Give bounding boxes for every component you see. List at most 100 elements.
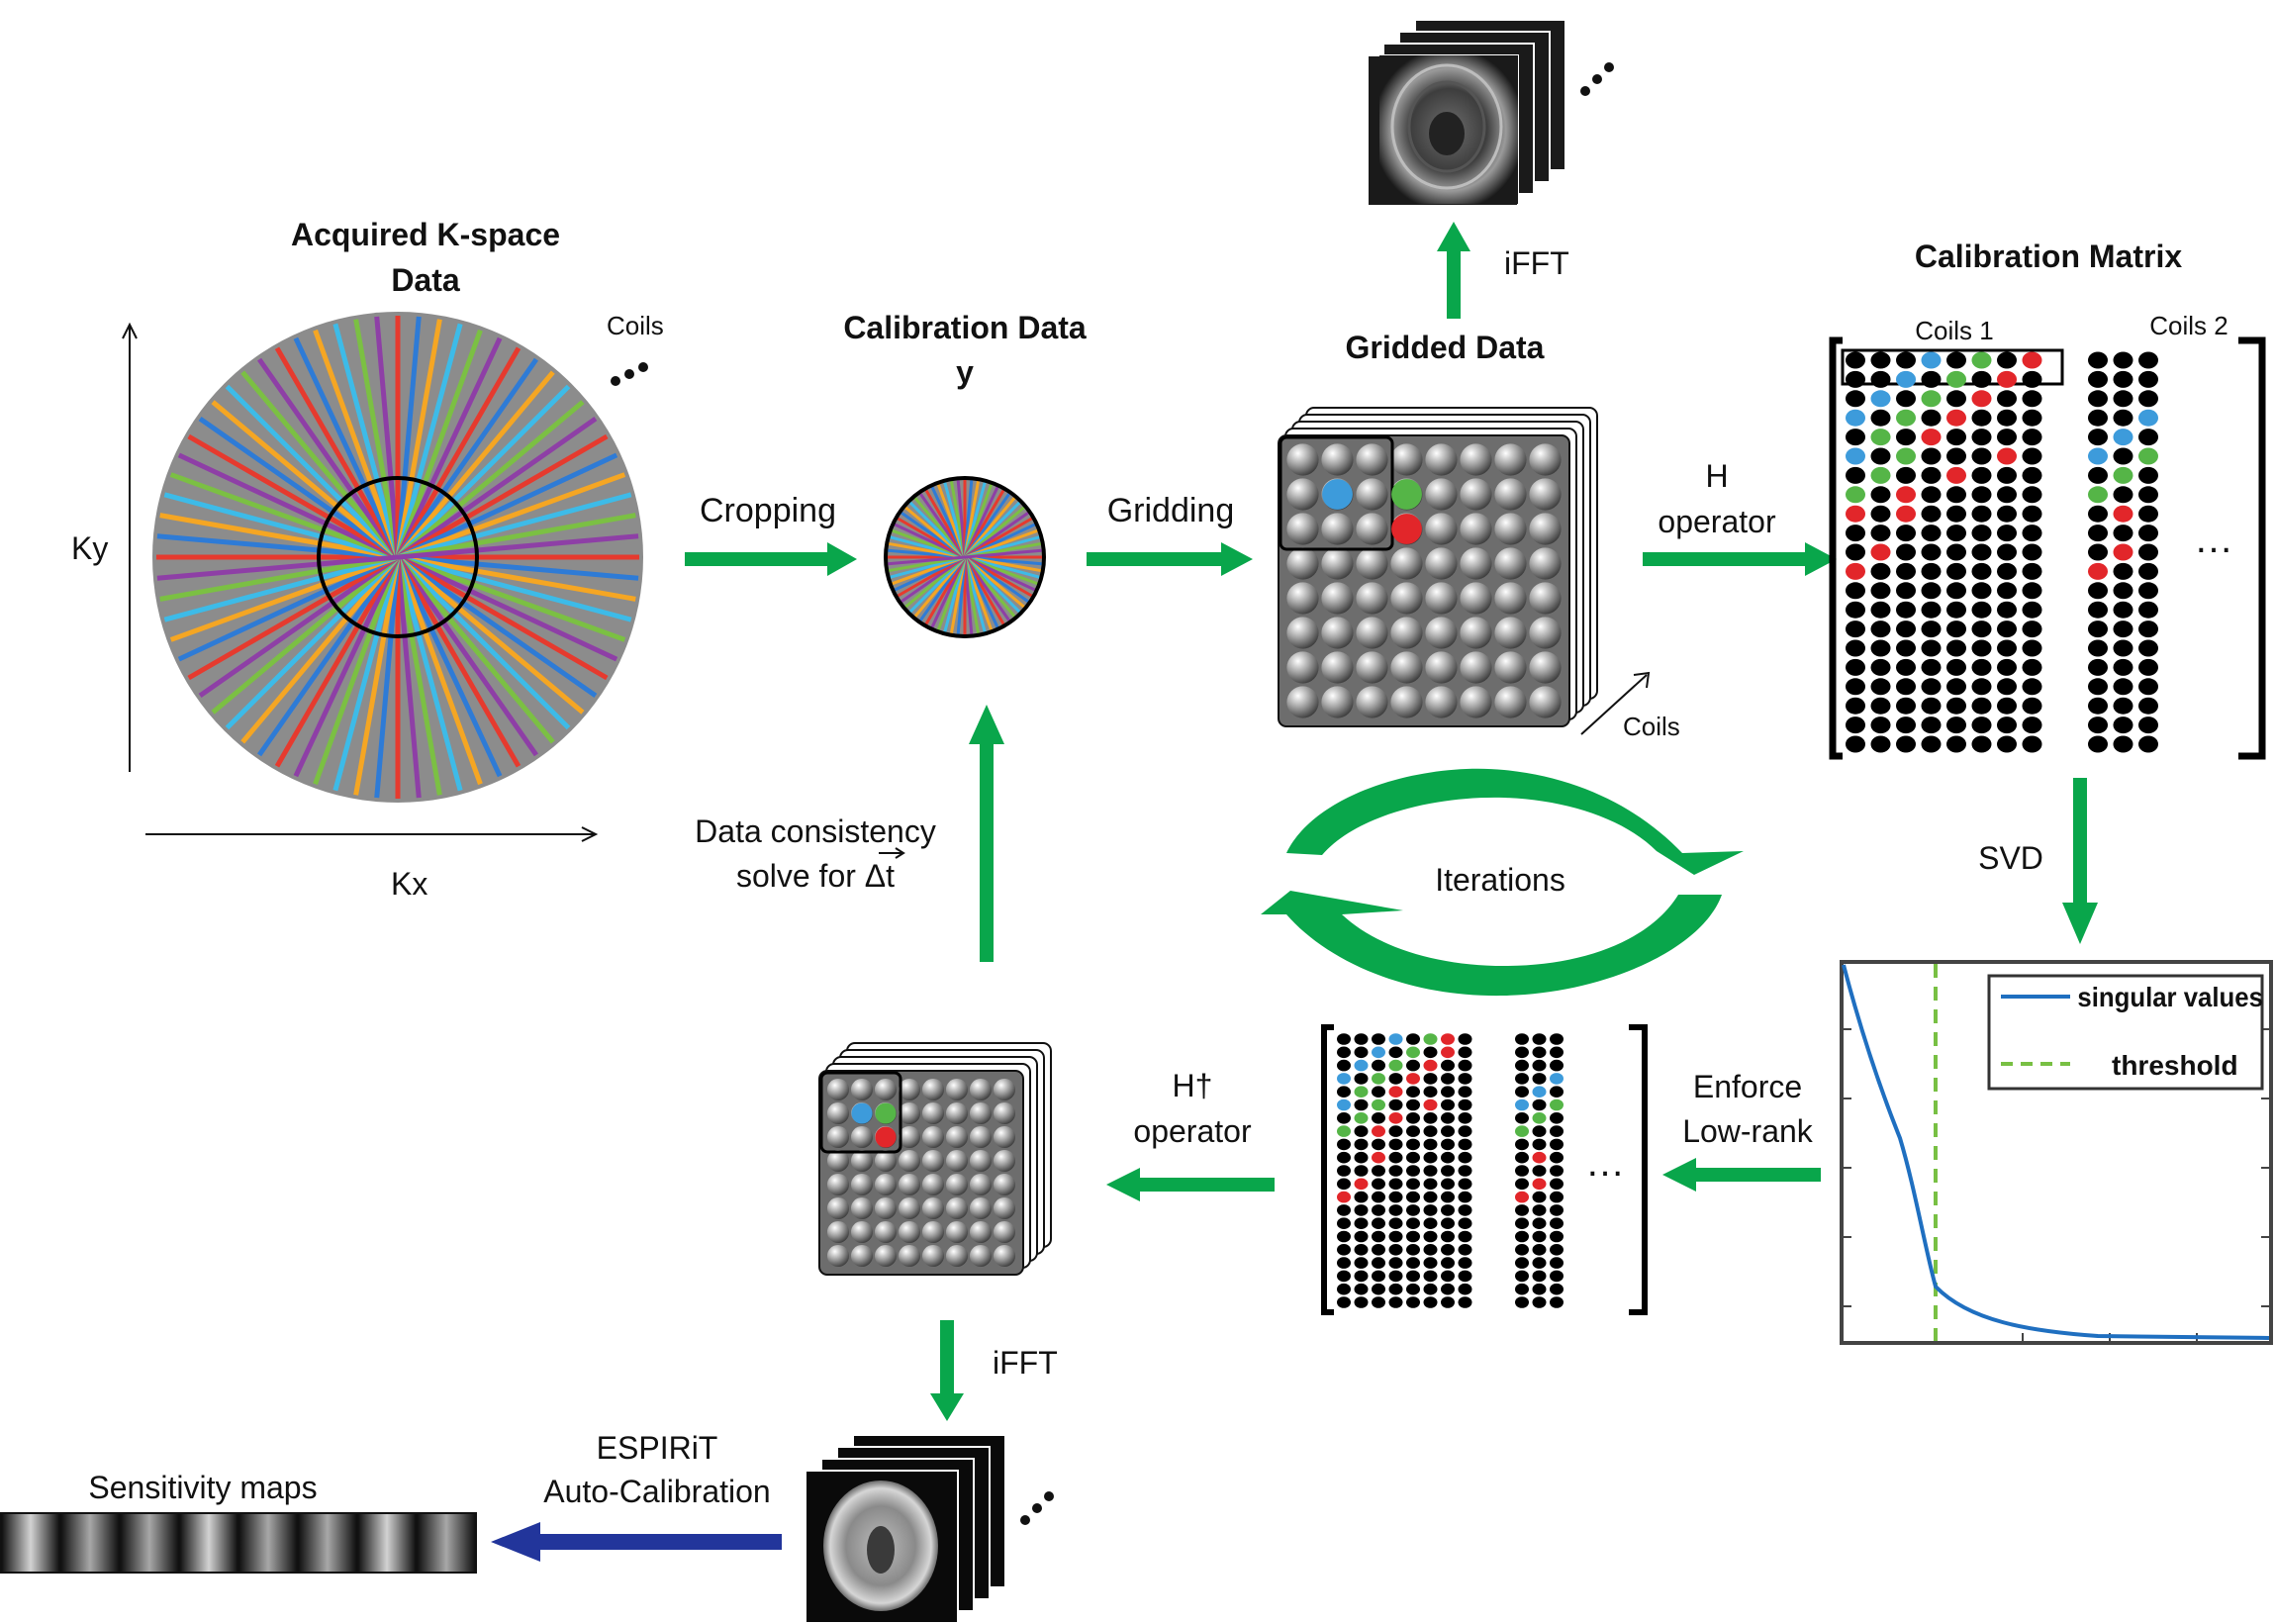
ifft-down-arrow xyxy=(930,1320,964,1421)
matrix-entry xyxy=(1388,1217,1403,1229)
espirit-label-line2: Auto-Calibration xyxy=(543,1474,770,1509)
matrix-entry xyxy=(1406,1191,1420,1203)
estimated-gridded-stack xyxy=(818,1042,1052,1276)
matrix-entry xyxy=(1532,1270,1547,1283)
images-ellipsis-top xyxy=(1580,62,1614,96)
matrix-entry xyxy=(1515,1257,1529,1269)
matrix-entry xyxy=(1946,543,1966,561)
matrix-entry xyxy=(1846,562,1865,580)
gridded-brain-images xyxy=(1367,19,1566,207)
matrix-entry xyxy=(2088,505,2108,523)
grid-sample xyxy=(969,1244,993,1268)
matrix-entry xyxy=(1388,1046,1403,1059)
matrix-entry xyxy=(1515,1230,1529,1243)
matrix-entry xyxy=(1946,639,1966,657)
matrix-entry xyxy=(1441,1217,1455,1229)
matrix-entry xyxy=(1846,429,1865,446)
matrix-entry xyxy=(2113,390,2133,408)
sensitivity-map-tile xyxy=(180,1514,237,1572)
matrix-entry xyxy=(1423,1244,1438,1256)
matrix-entry xyxy=(2138,621,2158,638)
matrix-entry xyxy=(2138,582,2158,600)
matrix-entry xyxy=(1406,1217,1420,1229)
matrix-entry xyxy=(1846,716,1865,734)
h-operator-arrow xyxy=(1643,542,1837,576)
matrix-entry xyxy=(1896,447,1916,465)
matrix-entry xyxy=(1921,543,1942,561)
matrix-entry xyxy=(1372,1112,1385,1124)
matrix-entry xyxy=(1441,1059,1455,1072)
matrix-entry xyxy=(1423,1033,1438,1045)
matrix-entry xyxy=(1406,1086,1420,1098)
matrix-entry xyxy=(2022,562,2042,580)
matrix-entry xyxy=(1921,658,1942,676)
matrix-entry xyxy=(2113,621,2133,638)
grid-sample xyxy=(1425,582,1458,615)
matrix-entry xyxy=(1515,1204,1529,1216)
matrix-entry xyxy=(1921,582,1942,600)
matrix-entry xyxy=(1997,486,2017,504)
highlighted-sample xyxy=(875,1126,897,1148)
calibration-data-title: Calibration Data xyxy=(843,310,1087,345)
matrix-entry xyxy=(2138,351,2158,369)
matrix-entry xyxy=(1870,370,1891,388)
matrix-entry xyxy=(1997,466,2017,484)
enforce-low-rank-arrow xyxy=(1662,1158,1821,1192)
matrix-entry xyxy=(1550,1257,1564,1269)
matrix-entry xyxy=(1515,1033,1529,1045)
matrix-entry xyxy=(1870,543,1891,561)
grid-sample xyxy=(993,1244,1016,1268)
grid-sample xyxy=(826,1196,850,1220)
grid-sample xyxy=(969,1220,993,1244)
matrix-entry xyxy=(2113,582,2133,600)
matrix-entry xyxy=(1458,1191,1472,1203)
matrix-entry xyxy=(1354,1296,1369,1308)
highlighted-sample xyxy=(851,1102,873,1124)
matrix-entry xyxy=(1971,601,1992,619)
matrix-entry xyxy=(1946,429,1966,446)
matrix-entry xyxy=(1997,429,2017,446)
matrix-entry xyxy=(1406,1178,1420,1191)
calibration-matrix-title: Calibration Matrix xyxy=(1915,239,2182,274)
matrix-entry xyxy=(2113,639,2133,657)
grid-sample xyxy=(1356,582,1388,615)
matrix-entry xyxy=(1946,678,1966,696)
sensitivity-map-tile xyxy=(358,1514,416,1572)
matrix-entry xyxy=(1515,1138,1529,1151)
acquired-title-line1: Acquired K-space xyxy=(291,217,560,252)
matrix-ellipsis-top: … xyxy=(2194,518,2233,561)
sensitivity-map-tile xyxy=(121,1514,178,1572)
grid-sample xyxy=(993,1078,1016,1101)
matrix-entry xyxy=(1870,466,1891,484)
matrix-entry xyxy=(1458,1059,1472,1072)
matrix-entry xyxy=(1423,1086,1438,1098)
matrix-entry xyxy=(2088,486,2108,504)
matrix-entry xyxy=(2113,697,2133,715)
matrix-entry xyxy=(1441,1165,1455,1177)
matrix-entry xyxy=(1406,1296,1420,1308)
grid-sample xyxy=(1425,547,1458,580)
grid-sample xyxy=(921,1173,945,1196)
grid-sample xyxy=(1529,478,1562,511)
matrix-entry xyxy=(1458,1296,1472,1308)
matrix-entry xyxy=(1971,735,1992,753)
grid-sample xyxy=(1494,582,1527,615)
grid-sample xyxy=(1321,582,1354,615)
matrix-entry xyxy=(1458,1165,1472,1177)
matrix-entry xyxy=(1846,678,1865,696)
grid-sample xyxy=(1356,443,1388,476)
matrix-entry xyxy=(1870,697,1891,715)
matrix-entry xyxy=(1441,1073,1455,1085)
grid-sample xyxy=(826,1125,850,1149)
coils-label-kspace: Coils xyxy=(607,311,664,340)
matrix-entry xyxy=(1997,697,2017,715)
matrix-entry xyxy=(1997,562,2017,580)
grid-sample xyxy=(1356,617,1388,649)
grid-sample xyxy=(898,1125,921,1149)
grid-sample xyxy=(850,1244,874,1268)
matrix-entry xyxy=(1372,1059,1385,1072)
matrix-entry xyxy=(2022,505,2042,523)
matrix-entry xyxy=(1997,601,2017,619)
sensitivity-map-tile xyxy=(61,1514,119,1572)
matrix-entry xyxy=(1515,1125,1529,1137)
